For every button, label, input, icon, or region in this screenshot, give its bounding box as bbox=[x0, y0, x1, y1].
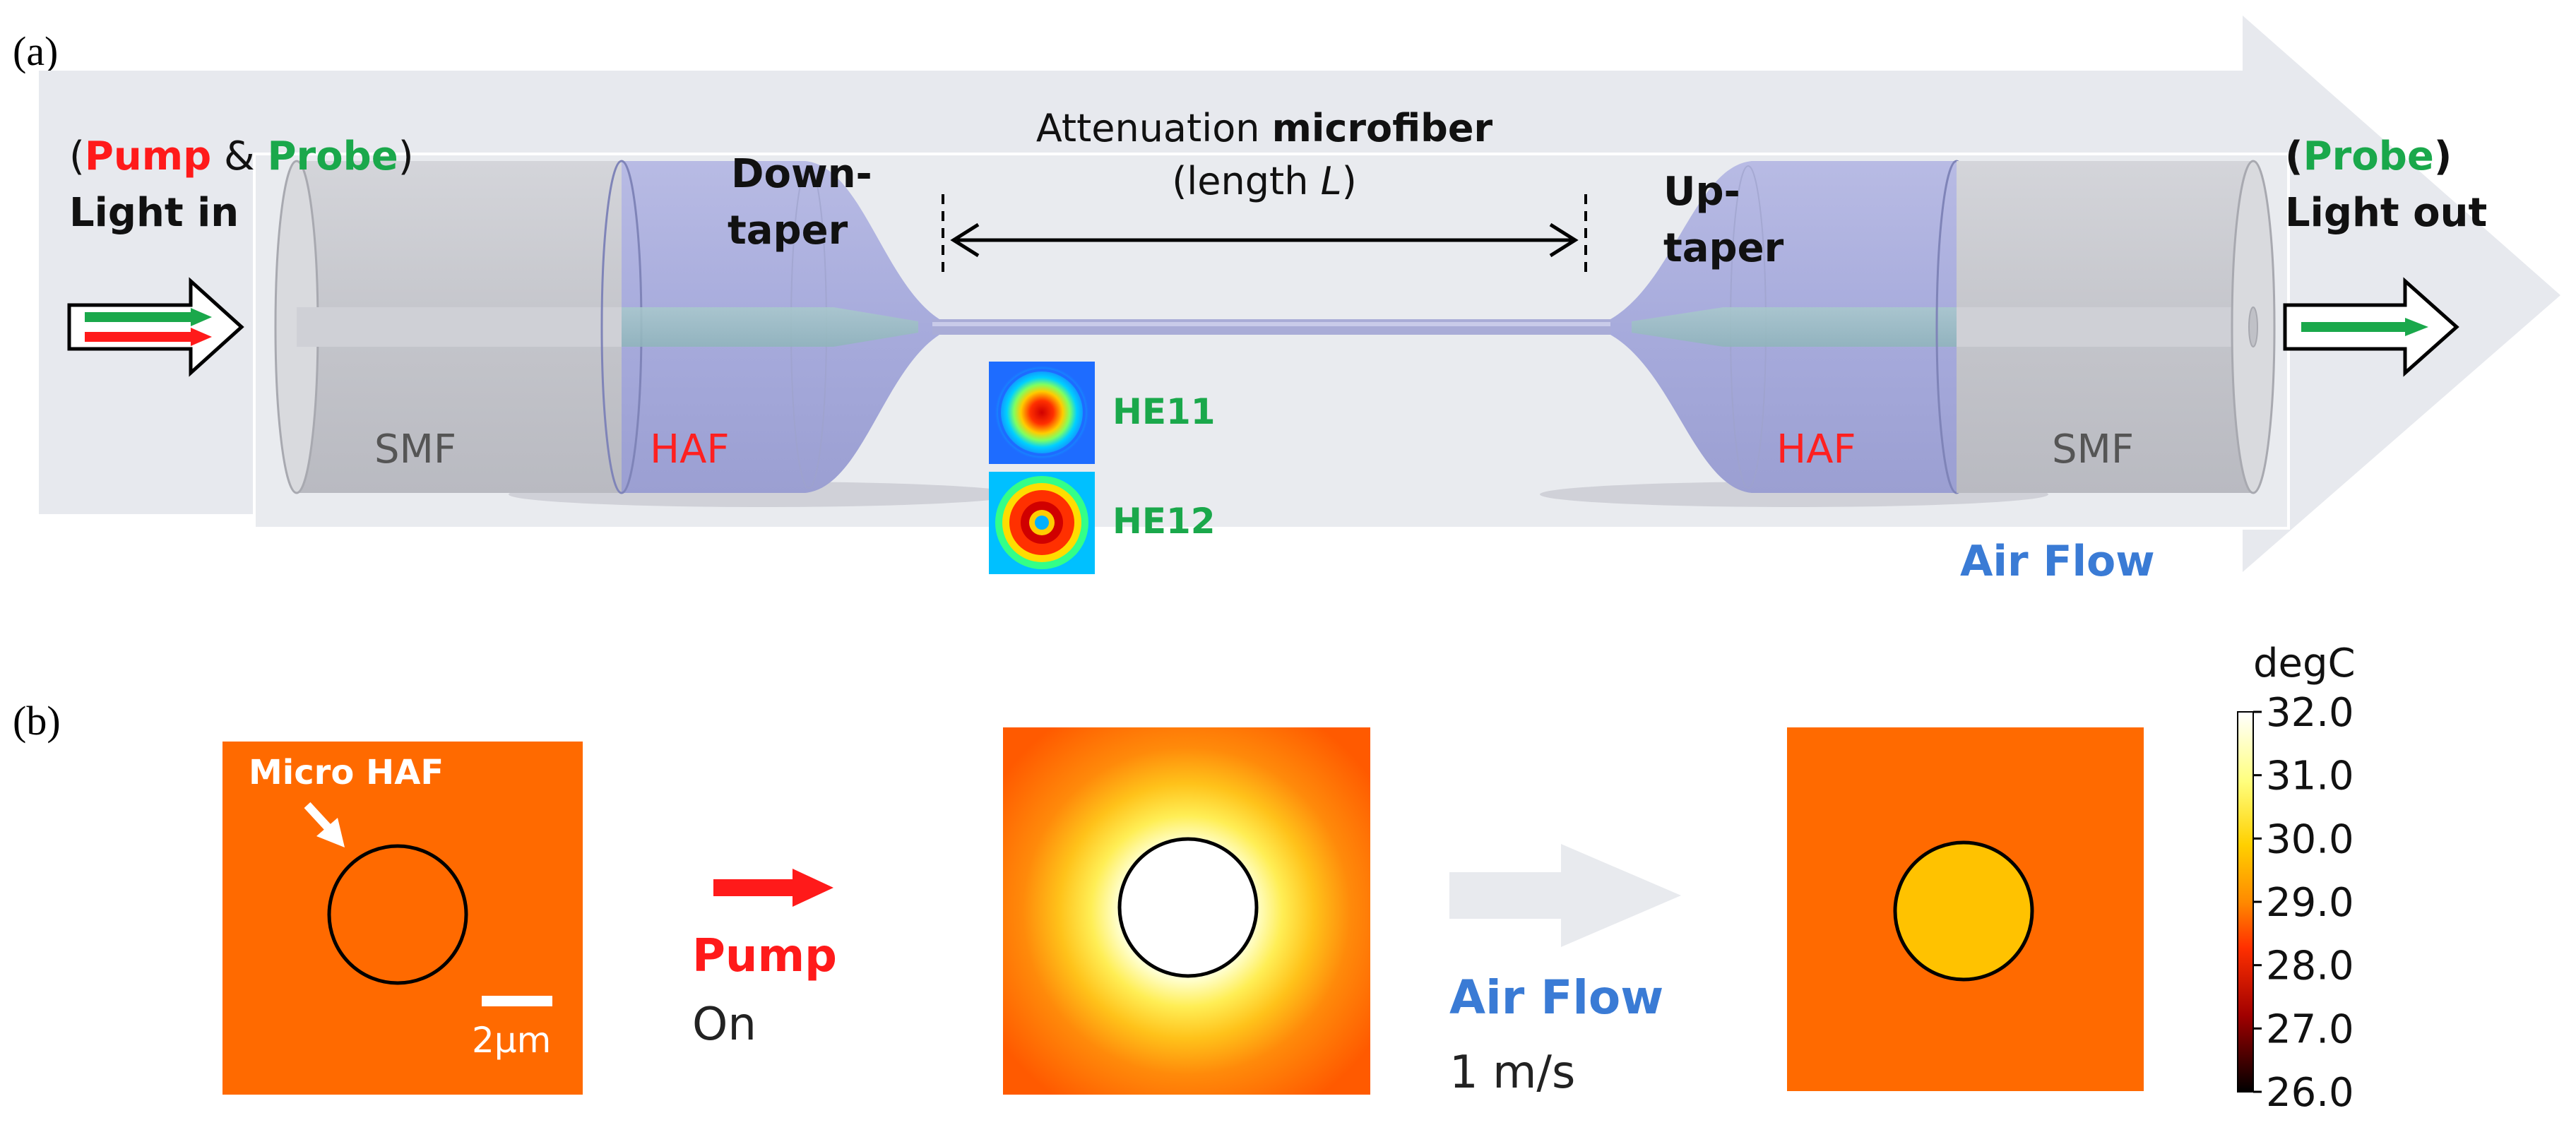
he12-label: HE12 bbox=[1112, 501, 1216, 542]
smf-left-label: SMF bbox=[374, 427, 456, 472]
air-speed-label: 1 m/s bbox=[1449, 1047, 1575, 1099]
field-cooled bbox=[1787, 727, 2144, 1091]
colorbar-ticks: 32.0 31.0 30.0 29.0 28.0 27.0 26.0 bbox=[2253, 690, 2354, 1116]
light-in-line1: (Pump & Probe) bbox=[69, 133, 414, 179]
field-initial bbox=[222, 742, 583, 1095]
colorbar bbox=[2237, 711, 2254, 1093]
light-out-arrow bbox=[2283, 277, 2459, 377]
microfiber bbox=[932, 319, 1610, 335]
smf-right-label: SMF bbox=[2052, 427, 2134, 472]
panel-a-label: (a) bbox=[13, 28, 58, 74]
microfiber-title: Attenuation microfiber bbox=[1036, 106, 1493, 150]
pump-arrow bbox=[713, 869, 833, 907]
haf-left-label: HAF bbox=[650, 427, 730, 472]
scale-bar-label: 2μm bbox=[472, 1020, 551, 1061]
light-out-line2: Light out bbox=[2285, 190, 2487, 236]
colorbar-tick-label: 27.0 bbox=[2266, 1006, 2354, 1052]
colorbar-unit: degC bbox=[2253, 641, 2356, 686]
colorbar-tick-label: 28.0 bbox=[2266, 944, 2354, 989]
colorbar-tick-label: 30.0 bbox=[2266, 816, 2354, 862]
light-in-arrow bbox=[67, 277, 244, 377]
colorbar-tick-label: 29.0 bbox=[2266, 880, 2354, 926]
up-taper-label-2: taper bbox=[1663, 225, 1784, 271]
air-flow-arrow-b bbox=[1449, 844, 1681, 947]
micro-haf-pointer-arrow bbox=[304, 802, 345, 847]
micro-haf-label: Micro HAF bbox=[249, 753, 444, 792]
down-taper-label: Down- bbox=[731, 151, 872, 197]
scale-bar bbox=[482, 996, 552, 1006]
light-out-line1: (Probe) bbox=[2285, 133, 2452, 179]
field-heated bbox=[1003, 727, 1370, 1095]
microfiber-length: (length L) bbox=[1172, 159, 1357, 203]
light-in-line2: Light in bbox=[69, 190, 239, 236]
he11-mode-image bbox=[989, 362, 1095, 464]
he12-mode-image bbox=[989, 472, 1095, 574]
pump-state-label: On bbox=[692, 999, 756, 1051]
haf-right-label: HAF bbox=[1776, 427, 1856, 472]
smf-right-cylinder bbox=[1957, 160, 2276, 494]
smf-left-cylinder bbox=[274, 160, 622, 494]
length-arrow bbox=[950, 222, 1579, 258]
colorbar-tick-label: 32.0 bbox=[2266, 690, 2354, 736]
down-taper-label-2: taper bbox=[728, 208, 848, 254]
up-taper-label: Up- bbox=[1663, 169, 1740, 215]
air-flow-label-a: Air Flow bbox=[1960, 537, 2155, 586]
panel-b-label: (b) bbox=[13, 698, 61, 744]
air-flow-label-b: Air Flow bbox=[1449, 970, 1663, 1025]
he11-label: HE11 bbox=[1112, 391, 1216, 432]
pump-label: Pump bbox=[692, 930, 837, 982]
colorbar-tick-label: 26.0 bbox=[2266, 1070, 2354, 1116]
colorbar-tick-label: 31.0 bbox=[2266, 754, 2354, 799]
